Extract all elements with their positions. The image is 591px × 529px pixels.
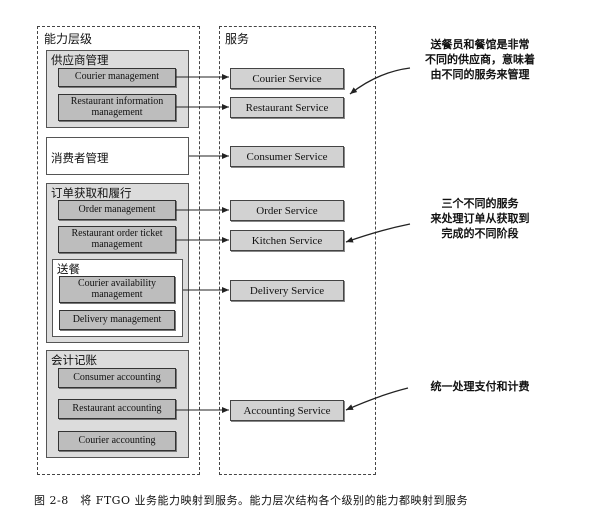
courier-management-capability: Courier management: [58, 68, 176, 87]
order-management-capability: Order management: [58, 200, 176, 220]
courier-accounting-capability: Courier accounting: [58, 431, 176, 451]
supplier-management-title: 供应商管理: [51, 53, 109, 67]
restaurant-order-ticket-management-capability: Restaurant order ticket management: [58, 226, 176, 253]
delivery-management-capability: Delivery management: [59, 310, 175, 330]
services-title: 服务: [225, 32, 250, 46]
kitchen-service: Kitchen Service: [230, 230, 344, 251]
restaurant-accounting-capability: Restaurant accounting: [58, 399, 176, 419]
figure-caption: 图 2-8 将 FTGO 业务能力映射到服务。能力层次结构各个级别的能力都映射到…: [34, 494, 468, 507]
consumer-management-title: 消费者管理: [51, 151, 109, 165]
order-stages-note: 三个不同的服务 来处理订单从获取到 完成的不同阶段: [430, 197, 530, 240]
accounting-note: 统一处理支付和计费: [430, 380, 530, 393]
restaurant-service: Restaurant Service: [230, 97, 344, 118]
courier-availability-management-capability: Courier availability management: [59, 276, 175, 303]
supplier-note: 送餐员和餐馆是非常 不同的供应商，意味着 由不同的服务来管理: [425, 38, 535, 81]
capability-hierarchy-panel: [37, 26, 200, 475]
accounting-service: Accounting Service: [230, 400, 344, 421]
consumer-accounting-capability: Consumer accounting: [58, 368, 176, 388]
consumer-management-group: [46, 137, 189, 175]
courier-service: Courier Service: [230, 68, 344, 89]
delivery-subgroup-title: 送餐: [57, 262, 80, 276]
consumer-service: Consumer Service: [230, 146, 344, 167]
order-fulfilment-title: 订单获取和履行: [51, 186, 132, 200]
order-service: Order Service: [230, 200, 344, 221]
accounting-title: 会计记账: [51, 353, 97, 367]
services-panel: [219, 26, 376, 475]
delivery-service: Delivery Service: [230, 280, 344, 301]
restaurant-information-management-capability: Restaurant information management: [58, 94, 176, 121]
capability-hierarchy-title: 能力层级: [44, 32, 93, 46]
